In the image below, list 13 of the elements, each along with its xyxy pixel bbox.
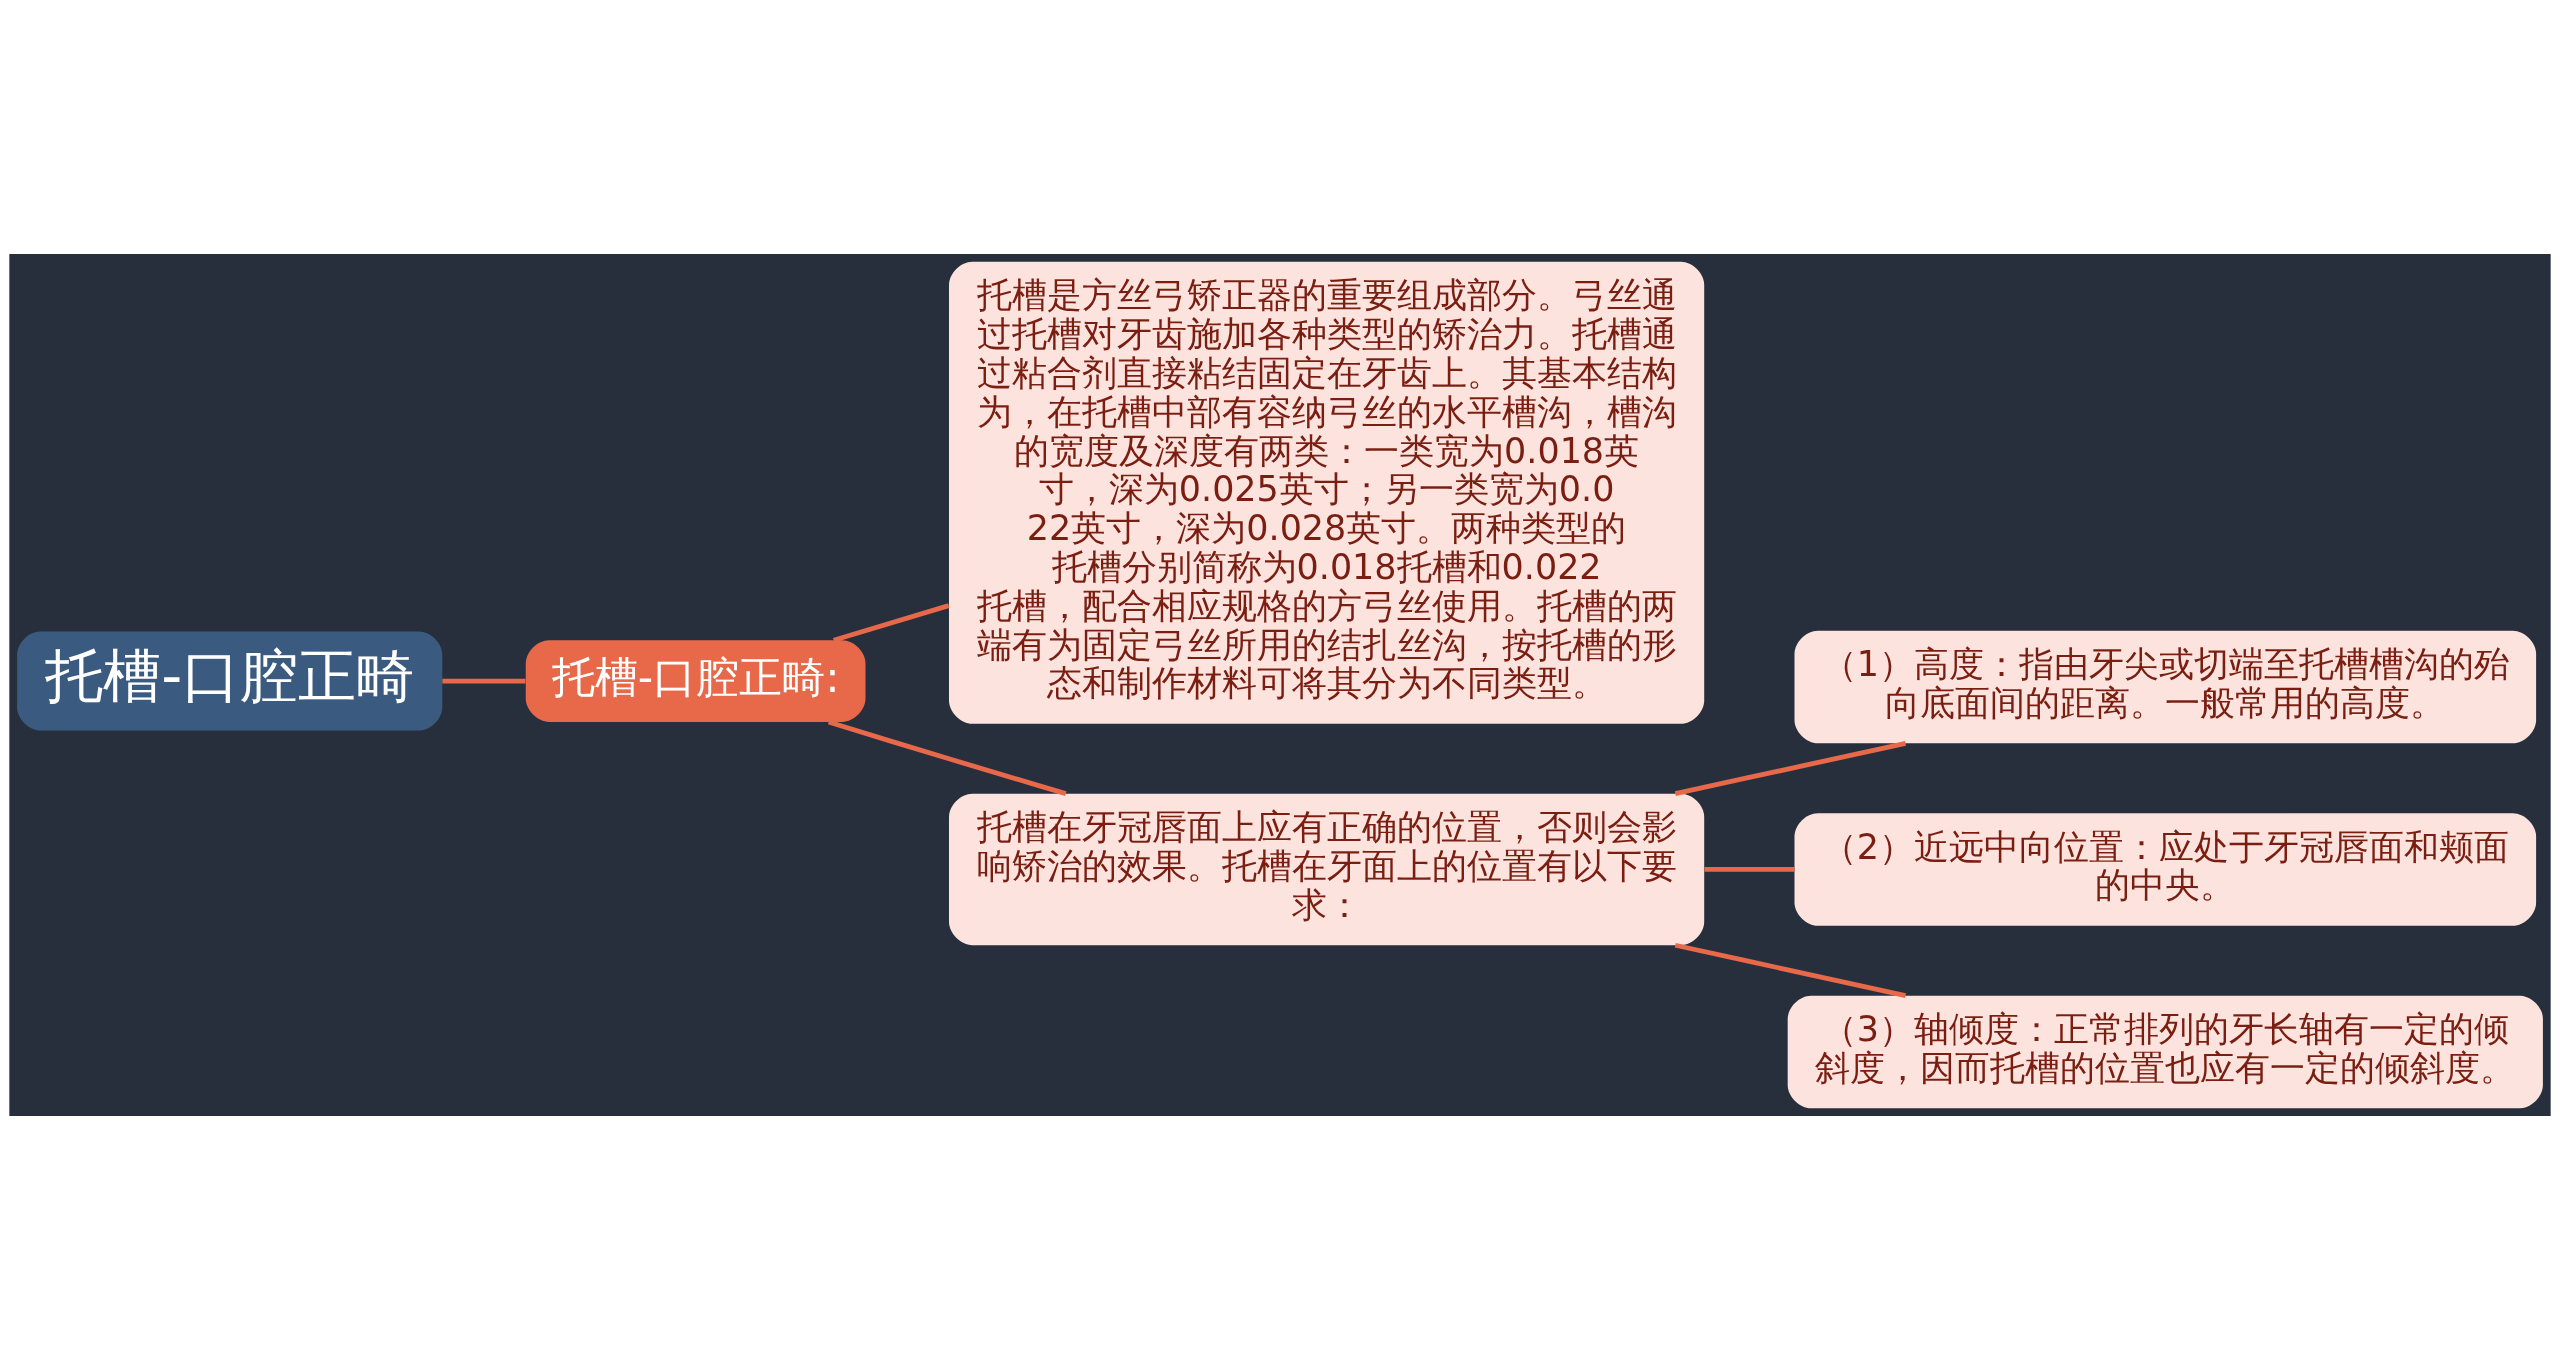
node-box: （1）高度：指由牙尖或切端至托槽槽沟的殆向底面间的距离。一般常用的高度。 (1794, 630, 2537, 744)
node-box: （2）近远中向位置：应处于牙冠唇面和颊面的中央。 (1794, 813, 2537, 926)
node-box: 托槽在牙冠唇面上应有正确的位置，否则会影响矫治的效果。托槽在牙面上的位置有以下要求： (949, 793, 1705, 946)
connector (832, 603, 950, 643)
node-box: （3）轴倾度：正常排列的牙长轴有一定的倾斜度，因而托槽的位置也应有一定的倾斜度。 (1787, 995, 2543, 1109)
node-box: 托槽-口腔正畸: (525, 640, 866, 722)
connector (1674, 740, 1906, 796)
node-box: 托槽是方丝弓矫正器的重要组成部分。弓丝通过托槽对牙齿施加各种类型的矫治力。托槽通过粘合剂直接粘结固定在牙齿上。其基本结构为，在托槽中部有容纳弓丝的水平槽沟，槽沟的宽度及深度有两类：一类宽为0.018英寸，深为0.025英寸；另一类宽为0.022英寸，深为0.028英寸。两种类型的托槽分别简称为0.018托槽和0.022托槽，配合相应规格的方弓丝使用。托槽的两端有为固定弓丝所用的结扎丝沟，按托槽的形态和制作材料可将其分为不同类型。 (949, 261, 1705, 724)
connector (1704, 867, 1795, 872)
node-box: 托槽-口腔正畸 (17, 631, 443, 731)
connector (827, 719, 1067, 796)
connector (442, 678, 526, 684)
connector (1674, 942, 1906, 998)
